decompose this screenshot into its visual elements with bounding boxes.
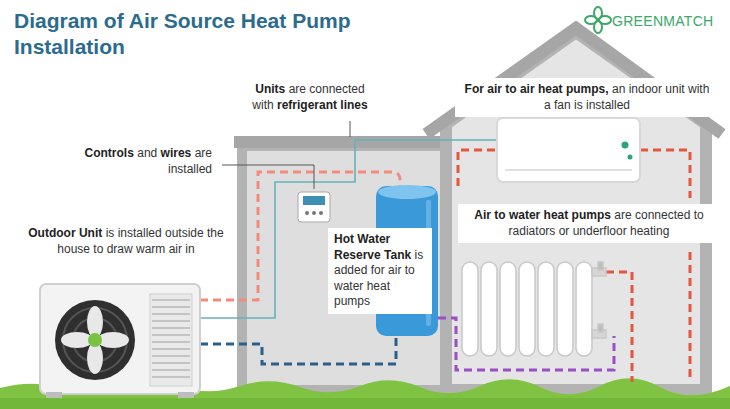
radiator bbox=[576, 262, 592, 356]
radiator bbox=[598, 324, 603, 332]
logo-icon bbox=[599, 16, 611, 24]
indoor-unit bbox=[505, 169, 632, 171]
heating-pipe bbox=[458, 150, 497, 186]
thermostat bbox=[312, 211, 316, 215]
callout-box: Unitsare connected withrefrigerant lines bbox=[222, 78, 398, 117]
callout-box: Air to water heat pumpsare connected to … bbox=[458, 204, 720, 243]
brand-logo: GREENMATCH bbox=[612, 13, 714, 30]
hot-water-tank bbox=[378, 185, 436, 199]
indoor-unit bbox=[628, 155, 633, 160]
callout-box: Controlsandwiresare installed bbox=[74, 142, 218, 181]
thermostat bbox=[298, 192, 330, 222]
outdoor-unit bbox=[40, 284, 200, 398]
indoor-unit bbox=[497, 118, 640, 182]
indoor-unit bbox=[497, 118, 640, 182]
thermostat bbox=[303, 196, 325, 205]
outdoor-unit bbox=[152, 299, 190, 301]
callout-text: Hot Water Reserve Tank bbox=[334, 232, 411, 262]
callout-box: Outdoor Unitis installed outside the hou… bbox=[18, 222, 234, 261]
outdoor-unit bbox=[152, 355, 190, 357]
diagram-title: Diagram of Air Source Heat Pump Installa… bbox=[14, 8, 434, 61]
callout-text: Units bbox=[255, 82, 285, 96]
outdoor-unit bbox=[152, 306, 190, 308]
house bbox=[234, 136, 448, 148]
callout-text: Air to water heat pumps bbox=[474, 208, 611, 222]
indoor-unit bbox=[622, 142, 629, 149]
callout-text: For air to air heat pumps, bbox=[465, 82, 609, 96]
outdoor-unit bbox=[152, 334, 190, 336]
outdoor-unit bbox=[152, 348, 190, 350]
outdoor-unit bbox=[152, 300, 190, 377]
heating-pipe bbox=[689, 252, 692, 382]
callout-text: refrigerant lines bbox=[277, 98, 368, 112]
radiator bbox=[598, 262, 603, 270]
thermostat bbox=[319, 211, 323, 215]
radiator bbox=[481, 262, 497, 356]
callout-text: and bbox=[137, 146, 157, 160]
radiator bbox=[519, 262, 535, 356]
radiator bbox=[557, 262, 573, 356]
thermostat bbox=[298, 192, 330, 222]
outdoor-unit bbox=[152, 341, 190, 343]
logo-icon bbox=[585, 7, 611, 33]
outdoor-unit bbox=[152, 369, 190, 371]
outdoor-unit bbox=[152, 362, 190, 364]
outdoor-unit bbox=[46, 392, 62, 398]
outdoor-unit bbox=[88, 333, 102, 347]
outdoor-unit bbox=[152, 376, 190, 378]
outdoor-unit bbox=[152, 313, 190, 315]
heating-pipe bbox=[640, 150, 690, 198]
callout-text: wires bbox=[161, 146, 192, 160]
house bbox=[234, 28, 722, 390]
leader-lines bbox=[222, 165, 314, 189]
outdoor-unit bbox=[152, 327, 190, 329]
leader-lines bbox=[350, 121, 351, 137]
radiator bbox=[538, 262, 554, 356]
outdoor-unit bbox=[152, 320, 190, 322]
refrigerant-line bbox=[200, 140, 497, 318]
heating-pipe bbox=[606, 272, 632, 382]
radiator bbox=[462, 262, 478, 356]
thermostat bbox=[305, 211, 309, 215]
leader-lines bbox=[222, 121, 350, 189]
outdoor-unit bbox=[40, 284, 200, 394]
callout-box: For air to air heat pumps,an indoor unit… bbox=[455, 78, 719, 117]
logo-icon bbox=[585, 16, 597, 24]
callout-text: Controls bbox=[85, 146, 134, 160]
radiator bbox=[500, 262, 516, 356]
outdoor-unit bbox=[150, 294, 192, 386]
radiator bbox=[462, 262, 606, 356]
callout-box: Hot Water Reserve Tankis added for air t… bbox=[328, 228, 432, 314]
outdoor-unit bbox=[55, 300, 135, 380]
outdoor-unit bbox=[178, 392, 194, 398]
grass bbox=[0, 398, 730, 409]
pipes bbox=[200, 150, 690, 382]
cold-pipe bbox=[200, 336, 396, 364]
callout-text: Outdoor Unit bbox=[28, 226, 102, 240]
